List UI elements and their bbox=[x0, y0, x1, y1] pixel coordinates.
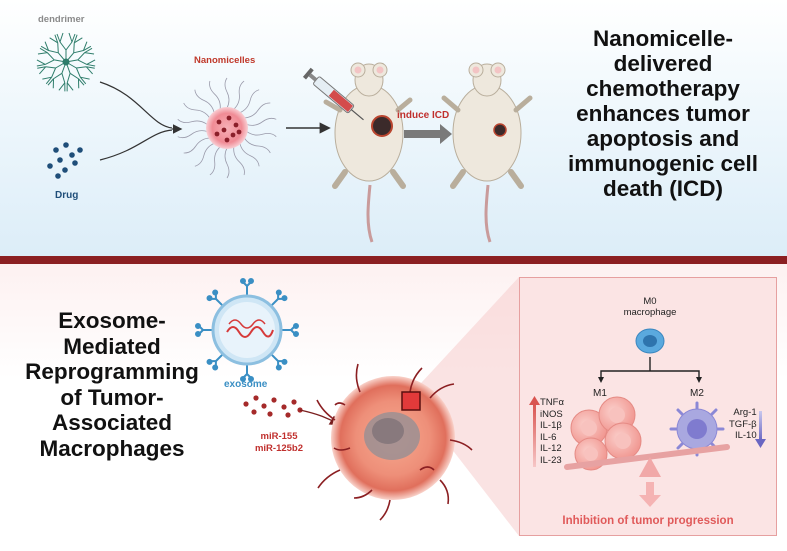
m0-macrophage-icon bbox=[635, 328, 664, 353]
outcome-arrow-head bbox=[638, 494, 661, 507]
bottom-title-line: Associated bbox=[51, 410, 173, 435]
top-title-line: death (ICD) bbox=[603, 176, 723, 201]
mirna-particles-icon bbox=[243, 395, 303, 418]
dendrimer-merge-line bbox=[99, 81, 173, 129]
m2-label: M2 bbox=[690, 388, 704, 399]
drug-label: Drug bbox=[55, 190, 79, 201]
top-title-line: immunogenic cell bbox=[567, 151, 759, 176]
bottom-title-line: of Tumor- bbox=[60, 384, 164, 410]
mouse-post-treatment-icon bbox=[441, 62, 533, 243]
drug-molecules-icon bbox=[47, 142, 83, 179]
nanomicelles-label: Nanomicelles bbox=[194, 55, 256, 66]
outcome-arrow-shaft bbox=[645, 481, 654, 496]
dendrimer-label: dendrimer bbox=[38, 14, 85, 25]
cytokine-item: IL-23 bbox=[540, 454, 562, 466]
bottom-title-line: Mediated bbox=[63, 333, 161, 359]
mirna-line: miR-125b2 bbox=[254, 443, 304, 454]
cytokine-item: Arg-1 bbox=[733, 407, 757, 418]
section-divider bbox=[0, 256, 787, 264]
syringe-icon bbox=[302, 67, 364, 121]
macrophage-panel-graphics bbox=[528, 328, 766, 507]
m2-downregulation-arrow bbox=[758, 410, 762, 441]
outcome-label: Inhibition of tumor progression bbox=[562, 515, 734, 527]
mirna-line: miR-155 bbox=[260, 431, 298, 442]
m2-downregulation-arrow-head bbox=[754, 438, 766, 448]
m1-label: M1 bbox=[593, 388, 607, 399]
cytokine-item: iNOS bbox=[540, 408, 563, 420]
cytokine-item: IL-1β bbox=[540, 420, 562, 431]
cytokine-item: TGF-β bbox=[729, 418, 757, 430]
bottom-title-line: Exosome- bbox=[58, 308, 166, 333]
mirna-label: miR-155 miR-125b2 bbox=[249, 431, 309, 455]
cytokine-item: TNFα bbox=[540, 397, 564, 408]
m1-arrow-head bbox=[597, 376, 604, 383]
top-title-line: delivered bbox=[613, 51, 713, 76]
m0-label-line: M0 bbox=[643, 296, 657, 307]
zoom-highlight bbox=[410, 277, 519, 536]
m1-cytokine-list: TNFα iNOS IL-1β IL-6 IL-12 IL-23 bbox=[540, 397, 564, 466]
cytokine-item: IL-10 bbox=[734, 430, 757, 441]
nanomicelle-icon bbox=[177, 77, 277, 179]
m2-cytokine-list: Arg-1 TGF-β IL-10 bbox=[729, 407, 757, 442]
balance-fulcrum bbox=[638, 456, 661, 477]
tumor-icon bbox=[316, 363, 473, 521]
m0-label: M0 macrophage bbox=[620, 296, 680, 318]
cytokine-item: IL-6 bbox=[540, 431, 557, 443]
top-title-line: chemotherapy bbox=[586, 76, 740, 101]
top-title-line: enhances tumor bbox=[576, 101, 750, 126]
m0-split-bracket bbox=[599, 369, 700, 377]
m1-upregulation-arrow bbox=[532, 402, 536, 467]
m1-upregulation-arrow-head bbox=[528, 395, 540, 405]
induce-icd-label: induce ICD bbox=[397, 110, 450, 121]
top-title: Nanomicelle- delivered chemotherapy enha… bbox=[548, 26, 778, 201]
mouse-treated-icon bbox=[323, 62, 413, 243]
macrophage-panel: M0 macrophage M1 M2 TNFα iNOS IL-1β IL-6… bbox=[519, 277, 777, 536]
cytokine-item: IL-12 bbox=[540, 443, 562, 454]
bottom-title-line: Macrophages bbox=[39, 435, 185, 461]
exosome-label: exosome bbox=[224, 379, 268, 390]
induce-icd-arrow bbox=[404, 124, 452, 144]
m2-arrow-head bbox=[695, 376, 702, 383]
drug-merge-line bbox=[99, 129, 173, 161]
m0-label-line: macrophage bbox=[623, 307, 677, 318]
top-title-line: apoptosis and bbox=[586, 126, 740, 151]
exosome-icon bbox=[195, 278, 299, 382]
top-title-line: Nanomicelle- bbox=[592, 26, 734, 51]
exosome-to-tumor-arrow bbox=[299, 409, 341, 426]
dendrimer-icon bbox=[35, 32, 97, 93]
bottom-title-line: Reprogramming bbox=[25, 359, 199, 384]
bottom-title: Exosome- Mediated Reprogramming of Tumor… bbox=[14, 308, 210, 461]
balance-beam bbox=[563, 443, 730, 470]
